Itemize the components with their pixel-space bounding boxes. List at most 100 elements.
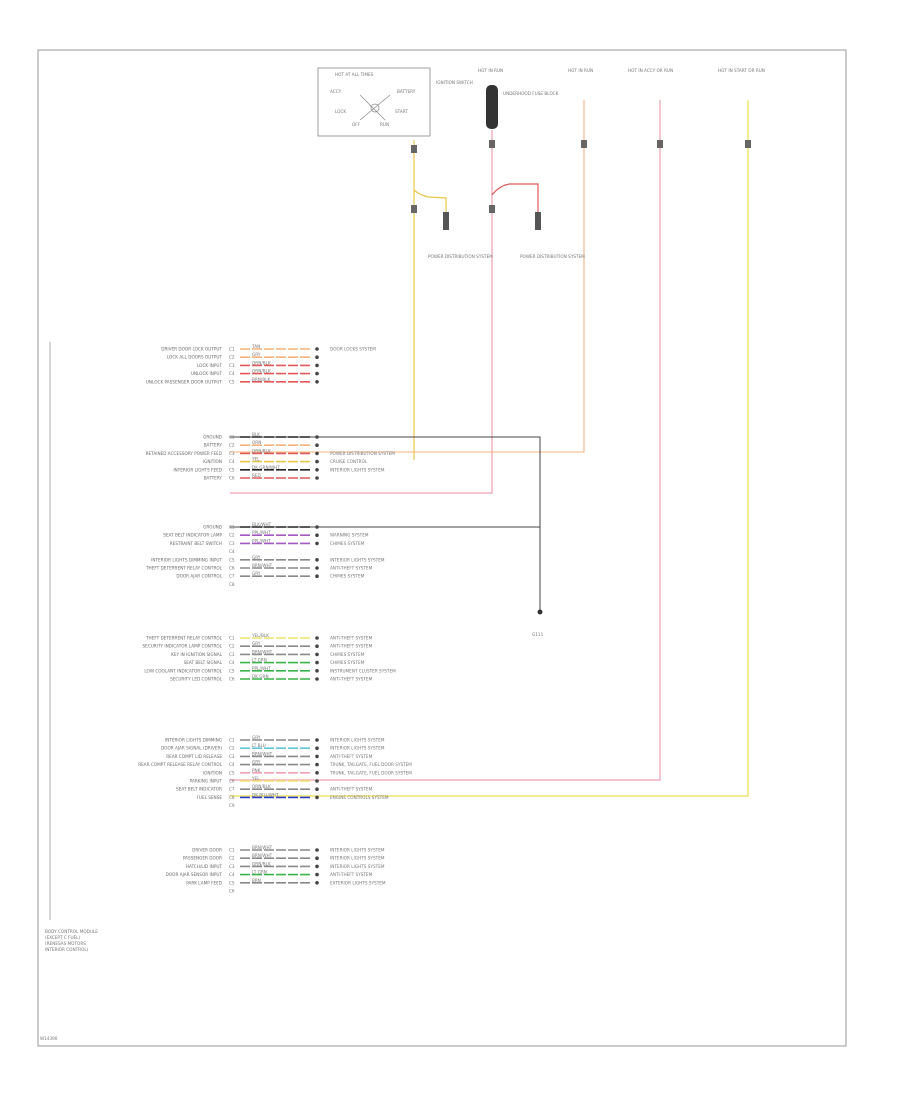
row-pin: C6	[229, 677, 235, 682]
row-label: KEY IN IGNITION SIGNAL	[171, 652, 223, 657]
row-destination: ENGINE CONTROLS SYSTEM	[330, 795, 389, 800]
row-pin: C5	[229, 880, 235, 885]
row-destination: EXTERIOR LIGHTS SYSTEM	[330, 880, 386, 885]
row-label: SECURITY LED CONTROL	[170, 677, 223, 682]
row-label: THEFT DETERRENT RELAY CONTROL	[145, 566, 223, 571]
row-wire-color: TAN	[251, 344, 260, 349]
power-dist-2-label: POWER DISTRIBUTION SYSTEM	[520, 254, 585, 259]
row-pin: C2	[229, 533, 235, 538]
row-terminal	[315, 468, 319, 472]
row-label: GROUND	[203, 435, 222, 440]
ignition-switch-box	[317, 67, 431, 137]
row-terminal	[315, 660, 319, 665]
row-terminal	[315, 371, 319, 376]
row-pin: C2	[229, 443, 235, 448]
row-pin: C6	[229, 566, 235, 571]
row-wire-color: BRN/BLK	[252, 377, 271, 382]
row-terminal	[315, 566, 319, 570]
row-wire-color: RED	[252, 473, 261, 478]
row-pin: C1	[229, 738, 235, 743]
row-wire-color: BRN/WHT	[252, 649, 273, 654]
row-label: THEFT DETERRENT RELAY CONTROL	[145, 636, 223, 641]
row-pin: C4	[229, 371, 235, 376]
row-terminal	[315, 795, 319, 800]
row-destination: TRUNK, TAILGATE, FUEL DOOR SYSTEM	[329, 770, 412, 775]
row-pin: C4	[229, 660, 235, 665]
row-wire-color: YEL	[251, 457, 260, 462]
row-label: DOOR AJAR SIGNAL (DRIVER)	[161, 746, 222, 751]
row-pin: C5	[229, 668, 235, 673]
ign-batt-pos: BATTERY	[397, 89, 416, 94]
connector-row: C4	[229, 549, 235, 554]
row-wire-color: PPL/WHT	[252, 666, 271, 671]
connector-row: PARK LAMP FEED C5 BRN EXTERIOR LIGHTS SYSTE…	[186, 878, 386, 886]
row-destination: ANTI-THEFT SYSTEM	[330, 754, 373, 759]
row-terminal	[315, 558, 319, 562]
row-label: RESTRAINT BELT SWITCH	[170, 541, 222, 546]
row-pin: C1	[229, 848, 235, 853]
row-label: BATTERY	[204, 476, 223, 481]
ign-lock-pos: ACCY	[330, 89, 342, 94]
row-pin: C9	[229, 803, 235, 808]
row-terminal	[315, 652, 319, 657]
row-label: PARK LAMP FEED	[186, 880, 222, 885]
row-terminal	[315, 669, 319, 673]
row-terminal	[315, 533, 319, 537]
row-wire-color: ORN/BLK	[252, 861, 271, 866]
row-destination: INTERIOR LIGHTS SYSTEM	[330, 467, 385, 472]
row-wire-color: ORN	[252, 440, 261, 445]
row-destination: INTERIOR LIGHTS SYSTEM	[330, 746, 385, 751]
row-terminal	[315, 746, 319, 750]
row-pin: C5	[229, 467, 235, 472]
row-destination: CHIMES SYSTEM	[330, 660, 365, 665]
row-wire-color: DK BLU/WHT	[252, 792, 279, 797]
row-terminal	[315, 872, 319, 877]
hot-acc-label: HOT IN ACCY OR RUN	[628, 68, 673, 73]
ign-lock-lbl: LOCK	[335, 109, 346, 114]
row-terminal	[315, 347, 319, 351]
row-pin: C7	[229, 787, 235, 792]
row-label: SECURITY INDICATOR LAMP CONTROL	[143, 644, 223, 649]
connector-row: INTERIOR LIGHTS FEED C5 DK GRN/WHT INTERIOR…	[173, 465, 385, 473]
row-terminal	[315, 762, 319, 767]
power-dist-connector-1: POWER DISTRIBUTION SYSTEM	[428, 212, 493, 259]
row-terminal	[315, 856, 319, 860]
run-feed-wire	[230, 100, 585, 453]
connector-tabs	[411, 140, 751, 213]
row-wire-color: DK GRN/WHT	[252, 465, 280, 470]
row-wire-color: BRN	[252, 878, 261, 883]
row-destination: ANTI-THEFT SYSTEM	[330, 787, 373, 792]
row-terminal	[315, 451, 319, 456]
row-label: BATTERY	[204, 443, 223, 448]
row-destination: CHIMES SYSTEM	[330, 574, 365, 579]
row-pin: C3	[229, 754, 235, 759]
battery-branch-wire	[491, 183, 539, 228]
row-label: UNLOCK INPUT	[191, 371, 223, 376]
row-label: REAR COMPT RELEASE RELAY CONTROL	[138, 762, 222, 767]
row-wire-color: DK GRN	[252, 674, 269, 679]
row-destination: DOOR LOCKS SYSTEM	[330, 347, 376, 352]
ground-wire	[230, 436, 541, 610]
start-feed-wire	[230, 100, 749, 797]
switch-symbol	[359, 94, 391, 121]
row-wire-color: ORN/BLK	[252, 369, 271, 374]
row-wire-color: GRY	[252, 760, 261, 765]
row-destination: INTERIOR LIGHTS SYSTEM	[330, 738, 385, 743]
connector-row: C6	[229, 889, 235, 894]
ignition-detail-label: IGNITION SWITCH	[436, 80, 473, 85]
row-wire-color: GRY	[252, 571, 261, 576]
ign-start-lbl: START	[395, 109, 408, 114]
row-terminal	[315, 787, 319, 791]
row-label: DOOR AJAR CONTROL	[176, 574, 222, 579]
connector-row: C8	[229, 582, 235, 587]
row-pin: C3	[229, 363, 235, 368]
row-pin: C8	[229, 795, 235, 800]
row-label: INTERIOR LIGHTS FEED	[173, 467, 222, 472]
row-wire-color: YEL/BLK	[251, 633, 269, 638]
